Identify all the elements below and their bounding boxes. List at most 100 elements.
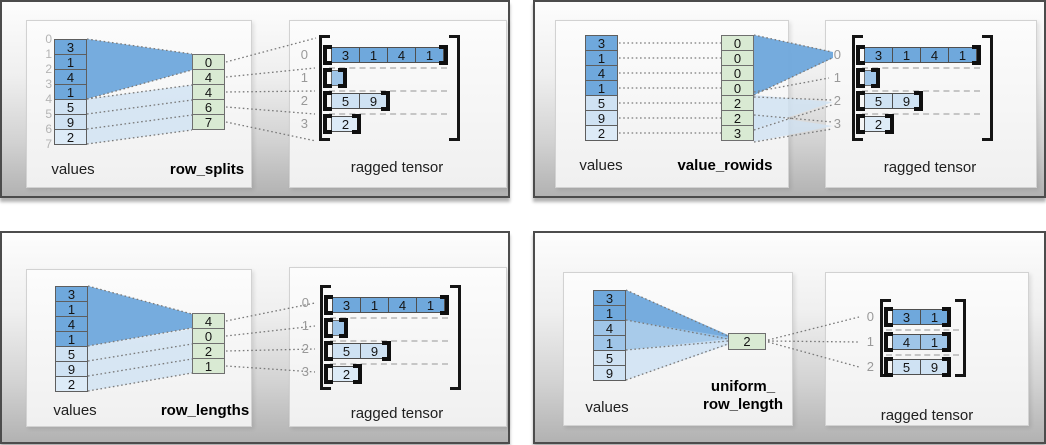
param-cell: 0 <box>192 54 225 70</box>
value-cell: 4 <box>55 316 88 332</box>
param-cell: 6 <box>192 99 225 115</box>
param-cell: 0 <box>721 50 754 66</box>
tensor-cell: 3 <box>331 47 360 63</box>
param-cell: 0 <box>721 35 754 51</box>
outer-bracket-left <box>320 285 331 390</box>
tensor-row-index: 2 <box>866 359 874 374</box>
tensor-cell: 4 <box>387 47 416 63</box>
tensor-row-index: 2 <box>300 93 308 108</box>
tensor-row-index: 1 <box>833 70 841 85</box>
uniform-row-length-cell: 2 <box>728 333 766 350</box>
param-cell: 2 <box>728 333 766 350</box>
row-bracket-left <box>324 295 333 315</box>
param-cell: 2 <box>721 95 754 111</box>
tensor-cell: 3 <box>864 47 893 63</box>
row-splits-column: 0 4 4 6 7 <box>192 54 225 130</box>
param-cell: 2 <box>721 110 754 126</box>
row-bracket-right <box>338 68 347 88</box>
outer-bracket-right <box>955 299 966 377</box>
outer-bracket-right <box>450 285 461 390</box>
tensor-row: 3 1 <box>892 309 949 325</box>
row-bracket-left <box>856 68 865 88</box>
row-separator <box>862 113 980 115</box>
outer-bracket-right <box>982 35 993 141</box>
tensor-row: 4 1 <box>892 334 949 350</box>
tensor-row-index: 0 <box>301 295 309 310</box>
row-bracket-right <box>871 68 880 88</box>
param-cell: 7 <box>192 114 225 130</box>
row-bracket-right <box>382 341 391 361</box>
value-cell: 1 <box>593 305 626 321</box>
tensor-cell: 4 <box>388 297 417 313</box>
value-cell: 9 <box>54 114 87 130</box>
param-label: row_lengths <box>160 402 250 419</box>
param-cell: 3 <box>721 125 754 141</box>
tensor-row: 3 1 4 1 <box>332 297 445 313</box>
tensor-row-index: 2 <box>301 341 309 356</box>
param-cell: 0 <box>721 80 754 96</box>
row-separator <box>886 354 959 356</box>
row-bracket-left <box>323 114 332 134</box>
value-index-label: 0 <box>45 32 52 46</box>
tensor-cell: 5 <box>331 93 360 109</box>
values-label: values <box>579 157 623 174</box>
row-bracket-left <box>884 357 893 377</box>
value-cell: 1 <box>585 50 618 66</box>
value-index-label: 1 <box>45 47 52 61</box>
value-cell: 2 <box>54 129 87 145</box>
value-cell: 5 <box>593 350 626 366</box>
row-bracket-right <box>440 295 449 315</box>
values-column: 3 1 4 1 5 9 <box>593 290 626 381</box>
value-index-label: 7 <box>45 137 52 151</box>
row-separator <box>329 113 447 115</box>
row-separator <box>862 67 980 69</box>
row-bracket-left <box>884 332 893 352</box>
row-bracket-right <box>353 364 362 384</box>
value-cell: 2 <box>55 376 88 392</box>
values-column: 3 1 4 1 5 9 2 <box>54 39 87 145</box>
value-index-label: 4 <box>45 92 52 106</box>
value-rowids-column: 0 0 0 0 2 2 3 <box>721 35 754 141</box>
tensor-row-index: 0 <box>866 309 874 324</box>
row-separator <box>330 317 448 319</box>
value-cell: 3 <box>585 35 618 51</box>
value-cell: 3 <box>593 290 626 306</box>
value-cell: 2 <box>585 125 618 141</box>
values-column: 3 1 4 1 5 9 2 <box>55 286 88 392</box>
value-index-label: 2 <box>45 62 52 76</box>
tensor-row: 5 9 <box>332 343 389 359</box>
value-cell: 4 <box>585 65 618 81</box>
value-cell: 1 <box>585 80 618 96</box>
tensor-label: ragged tensor <box>350 405 444 422</box>
row-bracket-left <box>856 45 865 65</box>
tensor-row-index: 1 <box>301 318 309 333</box>
outer-bracket-right <box>449 35 460 141</box>
value-cell: 3 <box>54 39 87 55</box>
tensor-cell: 1 <box>416 297 445 313</box>
row-bracket-right <box>352 114 361 134</box>
panel-value-rowids: 3 1 4 1 5 9 2 0 0 0 0 2 2 3 values value… <box>533 0 1046 198</box>
param-cell: 0 <box>721 65 754 81</box>
row-bracket-left <box>323 91 332 111</box>
row-separator <box>329 67 447 69</box>
value-index-label: 5 <box>45 107 52 121</box>
param-cell: 0 <box>192 328 225 344</box>
tensor-row-index: 0 <box>300 47 308 62</box>
tensor-cell: 1 <box>892 47 921 63</box>
tensor-row: 5 9 <box>864 93 921 109</box>
tensor-cell: 5 <box>332 343 361 359</box>
tensor-row-index: 3 <box>300 116 308 131</box>
tensor-label: ragged tensor <box>880 407 974 424</box>
value-cell: 9 <box>593 365 626 381</box>
outer-bracket-left <box>852 35 863 141</box>
param-label: value_rowids <box>677 157 773 174</box>
value-cell: 1 <box>593 335 626 351</box>
tensor-cell: 1 <box>360 297 389 313</box>
tensor-cell: 3 <box>332 297 361 313</box>
row-bracket-left <box>324 364 333 384</box>
row-bracket-right <box>942 307 951 327</box>
outer-bracket-left <box>319 35 330 141</box>
param-cell: 4 <box>192 69 225 85</box>
value-cell: 5 <box>55 346 88 362</box>
tensor-row-index: 1 <box>300 70 308 85</box>
